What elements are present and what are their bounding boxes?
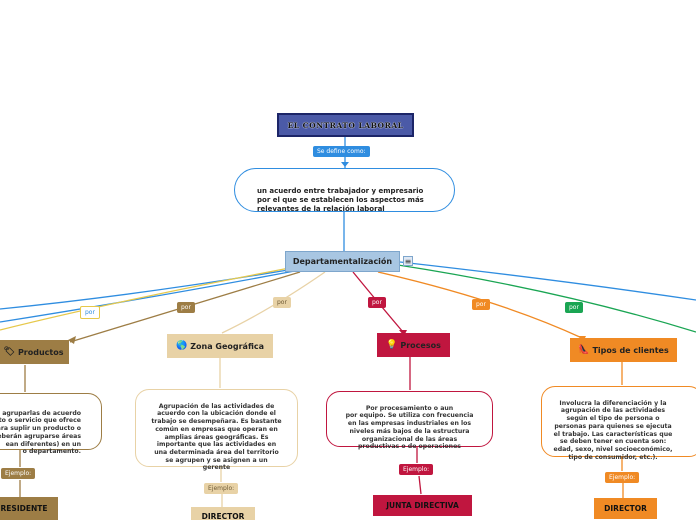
connector-label-offscreen-left[interactable]: por xyxy=(80,306,100,319)
definition-node[interactable]: un acuerdo entre trabajador y empresario… xyxy=(234,168,455,213)
connector-label-procesos[interactable]: por xyxy=(368,297,386,308)
arrow-productos xyxy=(68,336,76,344)
branch-productos[interactable]: 🏷 Productos xyxy=(0,340,69,364)
line-offscreen-blue-1 xyxy=(0,267,301,310)
branch-procesos-description[interactable]: Por procesamiento o aun por equipo. Se u… xyxy=(326,391,493,450)
connector-label-offscreen-green[interactable]: por xyxy=(565,302,583,313)
line-offscreen-green xyxy=(397,264,696,333)
line-offscreen-blue-right xyxy=(399,261,696,301)
branch-zona-title: Zona Geográfica xyxy=(190,341,265,351)
title-node[interactable]: EL CONTRATO LABORAL xyxy=(277,113,414,137)
branch-procesos-title: Procesos xyxy=(400,340,441,350)
branch-productos-description[interactable]: agruparlas de acuerdo to o servicio que … xyxy=(0,393,102,455)
example-zona[interactable]: DIRECTOR xyxy=(191,507,255,521)
connector-label-tipos[interactable]: por xyxy=(472,299,490,310)
branch-productos-title: Productos xyxy=(17,347,64,357)
branch-procesos[interactable]: 💡 Procesos xyxy=(377,333,450,357)
definition-label[interactable]: Se define como: xyxy=(313,146,370,157)
line-procesos-leaf xyxy=(418,475,422,495)
example-tipos[interactable]: DIRECTOR xyxy=(594,498,657,519)
branch-tipos-title: Tipos de clientes xyxy=(592,345,669,355)
shoe-icon: 👠 xyxy=(578,345,590,355)
title-text: EL CONTRATO LABORAL xyxy=(287,120,404,130)
definition-text: un acuerdo entre trabajador y empresario… xyxy=(257,187,424,213)
example-label-procesos[interactable]: Ejemplo: xyxy=(399,464,434,475)
main-topic-node[interactable]: Departamentalización xyxy=(285,251,400,272)
arrow-definition xyxy=(341,162,349,167)
line-offscreen-blue-2 xyxy=(0,269,301,323)
example-productos[interactable]: RESIDENTE xyxy=(0,497,58,520)
main-topic-text: Departamentalización xyxy=(292,257,393,266)
example-label-productos[interactable]: Ejemplo: xyxy=(1,468,36,479)
tag-icon: 🏷 xyxy=(3,347,15,357)
connector-label-zona[interactable]: por xyxy=(273,297,291,308)
line-offscreen-yellow xyxy=(0,265,301,331)
branch-tipos-description[interactable]: Involucra la diferenciación y la agrupac… xyxy=(541,386,696,461)
branch-tipos-de-clientes[interactable]: 👠 Tipos de clientes xyxy=(570,338,677,362)
line-main-tipos xyxy=(377,271,583,339)
connector-label-productos[interactable]: por xyxy=(177,302,195,313)
example-label-zona[interactable]: Ejemplo: xyxy=(204,483,239,494)
branch-zona-description[interactable]: Agrupación de las actividades de acuerdo… xyxy=(135,389,298,471)
line-main-zona xyxy=(221,271,326,334)
example-label-tipos[interactable]: Ejemplo: xyxy=(605,472,640,483)
branch-zona-geografica[interactable]: 🌎 Zona Geográfica xyxy=(167,334,273,358)
globe-icon: 🌎 xyxy=(175,341,188,351)
note-icon[interactable]: ≡ xyxy=(403,256,413,266)
example-procesos[interactable]: JUNTA DIRECTIVA xyxy=(373,495,472,516)
bulb-icon: 💡 xyxy=(386,340,398,350)
